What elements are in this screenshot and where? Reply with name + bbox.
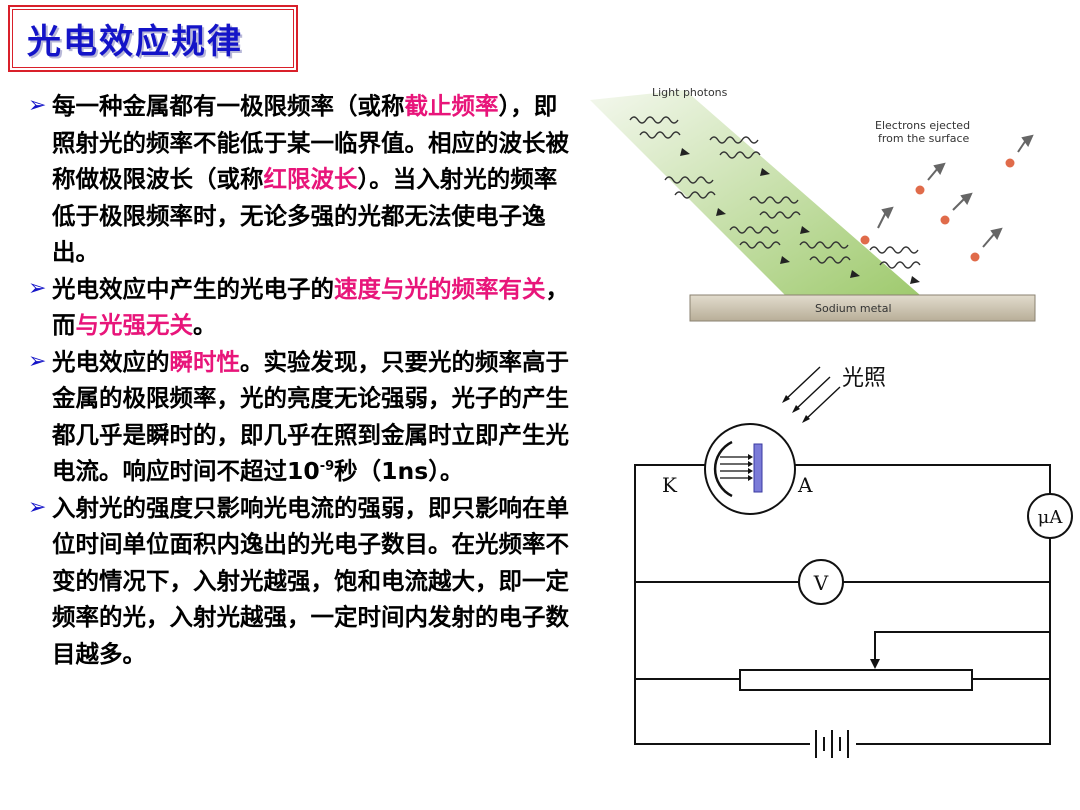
circuit-wires bbox=[634, 464, 1051, 745]
bullet-item-velocity: ➢光电效应中产生的光电子的速度与光的频率有关，而与光强无关。 bbox=[28, 271, 576, 344]
bullet-list: ➢每一种金属都有一极限频率（或称截止频率），即照射光的频率不能低于某一临界值。相… bbox=[28, 88, 576, 672]
title-inner-frame: 光电效应规律 bbox=[12, 9, 294, 68]
light-photons-label: Light photons bbox=[652, 86, 728, 99]
photon-arrowheads bbox=[680, 148, 920, 284]
highlight-cutoff-frequency: 截止频率 bbox=[404, 92, 499, 120]
photoelectron-arrows bbox=[720, 456, 748, 479]
rheostat bbox=[739, 669, 973, 691]
highlight-instantaneity: 瞬时性 bbox=[169, 347, 241, 376]
electrons-label-line2: from the surface bbox=[878, 132, 970, 145]
title-frame: 光电效应规律 bbox=[8, 5, 298, 72]
voltmeter bbox=[798, 559, 844, 605]
exponent: -9 bbox=[319, 459, 335, 475]
highlight-independent-intensity: 与光强无关 bbox=[75, 311, 194, 339]
bullet-item-intensity: ➢入射光的强度只影响光电流的强弱，即只影响在单位时间单位面积内逸出的光电子数目。… bbox=[28, 490, 576, 673]
cathode-label: K bbox=[662, 473, 678, 497]
highlight-velocity-frequency: 速度与光的频率有关 bbox=[334, 274, 546, 303]
anode-label: A bbox=[797, 473, 813, 497]
voltmeter-label: V bbox=[813, 571, 829, 595]
phototube bbox=[704, 423, 796, 515]
ejected-electrons bbox=[860, 134, 1034, 262]
arrowhead-bullet-icon: ➢ bbox=[28, 275, 47, 301]
photoelectric-illustration: Light photons Electrons ejected from the… bbox=[590, 86, 1036, 322]
microammeter bbox=[1027, 493, 1073, 539]
bullet-item-cutoff-frequency: ➢每一种金属都有一极限频率（或称截止频率），即照射光的频率不能低于某一临界值。相… bbox=[28, 88, 576, 271]
light-label: 光照 bbox=[842, 366, 886, 391]
electrons-label-line1: Electrons ejected bbox=[875, 119, 970, 132]
arrowhead-bullet-icon: ➢ bbox=[28, 93, 47, 118]
photoelectric-circuit-diagram: 光照 K A μA V bbox=[634, 366, 1073, 758]
arrowhead-bullet-icon: ➢ bbox=[28, 348, 47, 374]
photon-waves bbox=[629, 116, 921, 269]
microammeter-label: μA bbox=[1038, 507, 1064, 528]
battery bbox=[815, 730, 849, 758]
slide-title: 光电效应规律 bbox=[27, 22, 243, 62]
bullet-item-instantaneity: ➢光电效应的瞬时性。实验发现，只要光的频率高于金属的极限频率，光的亮度无论强弱，… bbox=[28, 344, 576, 490]
sodium-metal-label: Sodium metal bbox=[815, 302, 892, 315]
sodium-metal-plate bbox=[689, 294, 1036, 322]
rheostat-slider-arrow bbox=[870, 659, 880, 669]
highlight-red-limit-wavelength: 红限波长 bbox=[263, 165, 358, 193]
incident-light-arrows bbox=[784, 366, 841, 421]
cathode-k bbox=[713, 440, 733, 498]
light-beam bbox=[590, 90, 920, 295]
anode-a bbox=[753, 443, 763, 493]
arrowhead-bullet-icon: ➢ bbox=[28, 494, 47, 520]
